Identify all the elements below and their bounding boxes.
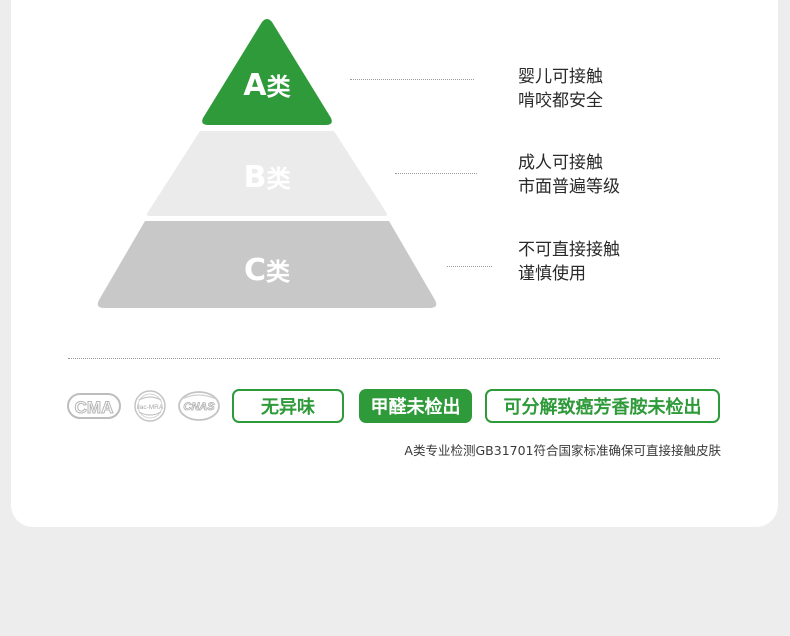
section-divider bbox=[68, 358, 720, 359]
no-odor-badge: 无异味 bbox=[232, 389, 344, 423]
svg-text:ilac-MRA: ilac-MRA bbox=[137, 404, 164, 411]
tier-b-label: B类 bbox=[244, 160, 292, 195]
tier-b-shape bbox=[146, 131, 388, 216]
tier-b-leader bbox=[395, 173, 477, 174]
tier-a-description: 婴儿可接触 啃咬都安全 bbox=[518, 67, 603, 111]
cma-logo: CMA bbox=[67, 393, 121, 419]
formaldehyde-not-detected-badge: 甲醛未检出 bbox=[359, 389, 472, 423]
aromatic-amines-not-detected-badge: 可分解致癌芳香胺未检出 bbox=[485, 389, 720, 423]
tier-c-description: 不可直接接触 谨慎使用 bbox=[518, 240, 620, 284]
tier-b-description: 成人可接触 市面普遍等级 bbox=[518, 153, 620, 197]
svg-text:CNAS: CNAS bbox=[183, 401, 215, 413]
svg-text:CMA: CMA bbox=[75, 398, 114, 417]
tier-a-shape bbox=[202, 19, 332, 125]
standard-footnote: A类专业检测GB31701符合国家标准确保可直接接触皮肤 bbox=[404, 443, 721, 458]
tier-c-shape bbox=[97, 221, 437, 308]
tier-c-label: C类 bbox=[244, 253, 291, 288]
tier-a-label: A类 bbox=[243, 68, 291, 103]
cnas-logo: CNAS bbox=[178, 391, 220, 421]
tier-c-leader bbox=[447, 266, 492, 267]
tier-a-leader bbox=[350, 79, 474, 80]
ilac-mra-logo: ilac-MRA bbox=[134, 390, 166, 422]
